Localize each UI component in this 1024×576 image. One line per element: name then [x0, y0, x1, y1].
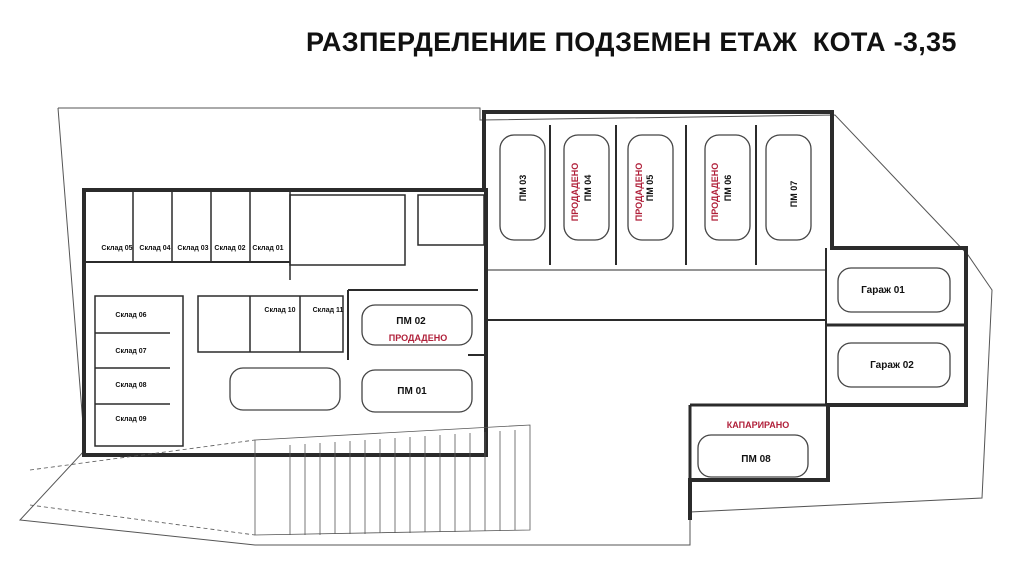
car-outlines — [229, 134, 951, 478]
storage-10-label: Склад 10 — [264, 307, 295, 314]
storage-11-label: Склад 11 — [313, 307, 344, 314]
parking-05-label: ПМ 05 — [645, 175, 655, 201]
garage-02-label: Гараж 02 — [870, 360, 914, 371]
storage-09-label: Склад 09 — [115, 416, 146, 423]
sold-label-pm04: ПРОДАДЕНО — [570, 163, 580, 221]
page-title: РАЗПЕРДЕЛЕНИЕ ПОДЗЕМЕН ЕТАЖ КОТА -3,35 — [306, 27, 957, 57]
storage-07-label: Склад 07 — [115, 348, 146, 355]
storage-04-label: Склад 04 — [139, 245, 170, 252]
parking-06-label: ПМ 06 — [723, 175, 733, 201]
parking-01-label: ПМ 01 — [397, 386, 427, 397]
site-boundary — [18, 107, 993, 546]
storage-08-label: Склад 08 — [115, 382, 146, 389]
parking-03-label: ПМ 03 — [518, 175, 528, 201]
sold-label-pm06: ПРОДАДЕНО — [710, 163, 720, 221]
parking-04-label: ПМ 04 — [583, 175, 593, 201]
sold-label-pm02: ПРОДАДЕНО — [389, 333, 447, 343]
building-walls — [82, 110, 968, 520]
parking-08-label: ПМ 08 — [741, 454, 771, 465]
storage-05-label: Склад 05 — [101, 245, 132, 252]
storage-01-label: Склад 01 — [252, 245, 283, 252]
ramp — [29, 424, 531, 536]
parking-07-label: ПМ 07 — [789, 181, 799, 207]
parking-02-label: ПМ 02 — [396, 316, 426, 327]
storage-03-label: Склад 03 — [177, 245, 208, 252]
reserved-label-pm08: КАПАРИРАНО — [727, 420, 790, 430]
storage-06-label: Склад 06 — [115, 312, 146, 319]
storage-02-label: Склад 02 — [214, 245, 245, 252]
garage-01-label: Гараж 01 — [861, 285, 905, 296]
sold-label-pm05: ПРОДАДЕНО — [634, 163, 644, 221]
